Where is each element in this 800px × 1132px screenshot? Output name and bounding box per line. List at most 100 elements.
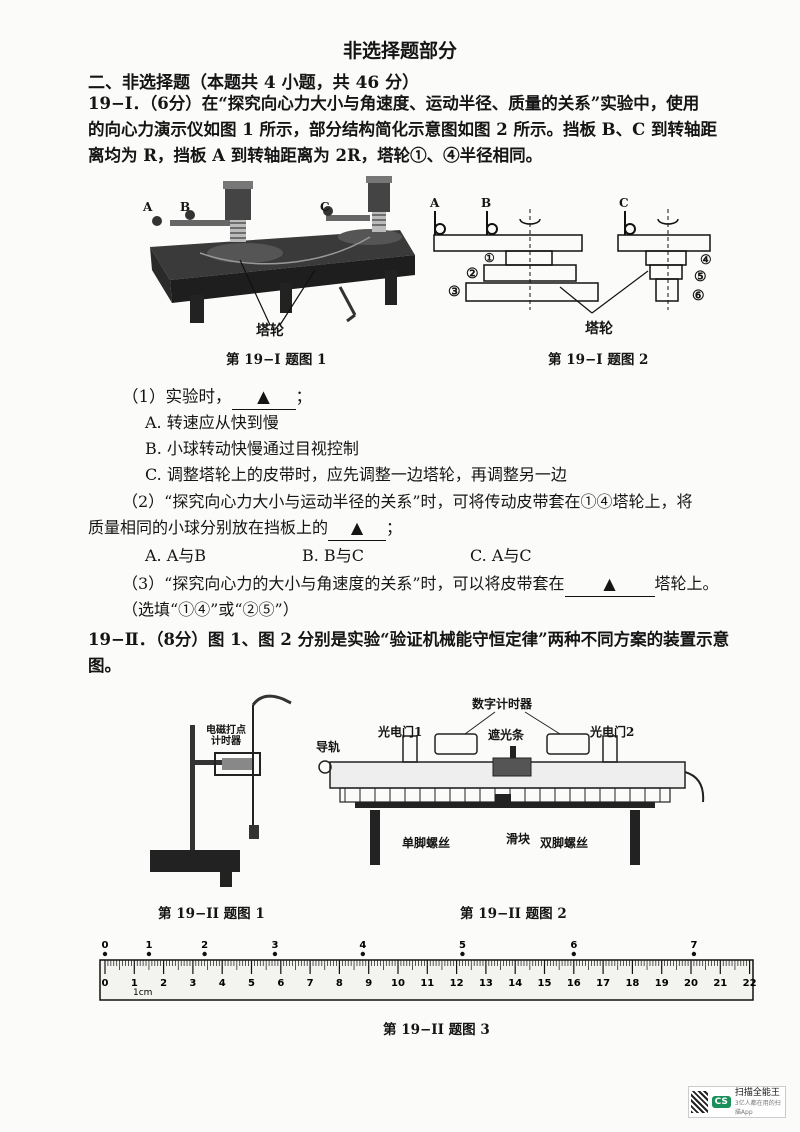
q1-sub2-option-a: A. A与B	[145, 546, 207, 565]
q1-sub2-line-2: 质量相同的小球分别放在挡板上的▲；	[88, 516, 402, 541]
q1-sub1-tail: ；	[295, 387, 313, 406]
q1-sub2-option-b: B. B与C	[302, 546, 364, 565]
ruler-number: 11	[420, 978, 434, 989]
ruler-number: 12	[450, 978, 464, 989]
q1-fig2-n6: ⑥	[692, 288, 705, 304]
ruler-number: 13	[479, 978, 493, 989]
q2-fig2-label-digital: 数字计时器	[472, 697, 533, 711]
tape-dot	[360, 951, 366, 957]
q1-fig2-n2: ②	[466, 266, 479, 282]
q2-fig2-label-gate2: 光电门2	[590, 725, 635, 739]
tape-dot	[691, 951, 697, 957]
watermark-sub: 3亿人都在用的扫描App	[734, 1100, 781, 1116]
q1-fig1-caption: 第 19−I 题图 1	[226, 352, 327, 368]
ruler-ticks	[104, 960, 751, 974]
q1-line-1: 19−Ⅰ．（6分）在“探究向心力大小与角速度、运动半径、质量的关系”实验中，使用	[88, 94, 700, 113]
q1-fig2-label-a: A	[430, 196, 440, 210]
ruler-number: 2	[160, 978, 167, 989]
ruler-number: 15	[538, 978, 552, 989]
ruler-number: 4	[219, 978, 226, 989]
ruler-number: 6	[277, 978, 284, 989]
ruler-body	[99, 959, 754, 1001]
q1-fig2-n5: ⑤	[694, 269, 707, 285]
ruler-number: 21	[713, 978, 727, 989]
ruler-number: 10	[391, 978, 405, 989]
q1-sub2-blank: ▲	[328, 516, 387, 541]
q1-sub3-hint: （选填“①④”或“②⑤”）	[122, 600, 299, 619]
watermark-name: 扫描全能王	[734, 1088, 780, 1098]
ruler-unit: 1cm	[133, 988, 152, 998]
tape-mark-label: 1	[145, 940, 152, 951]
tape-dot	[202, 951, 207, 957]
q2-fig1-label-timer: 电磁打点计时器	[206, 725, 246, 747]
q2-fig2-label-single: 单脚螺丝	[402, 836, 451, 850]
ruler-number: 8	[336, 978, 343, 989]
q1-sub2-tail: ；	[386, 518, 403, 537]
q1-figure-1	[150, 176, 415, 326]
tape-mark-label: 0	[102, 940, 109, 951]
page-title: 非选择题部分	[342, 40, 457, 62]
q1-fig1-label-a: A	[143, 200, 153, 214]
tape-mark-label: 2	[201, 940, 208, 951]
q1-sub2-option-c: C. A与C	[470, 546, 532, 565]
q1-figure-2	[433, 209, 711, 314]
tape-mark-label: 7	[690, 940, 697, 951]
ruler-number: 7	[307, 978, 314, 989]
ruler-number: 9	[365, 978, 372, 989]
ruler-number: 14	[508, 978, 522, 989]
q1-line-3: 离均为 R，挡板 A 到转轴距离为 2R，塔轮①、④半径相同。	[88, 146, 543, 165]
q1-sub3-tail: 塔轮上。	[654, 574, 719, 593]
tape-dot	[272, 951, 278, 957]
tape-dot	[146, 951, 152, 957]
q2-fig3-caption: 第 19−II 题图 3	[383, 1022, 490, 1038]
q1-sub2-text: 质量相同的小球分别放在挡板上的	[88, 518, 329, 537]
q2-fig2-label-gate1: 光电门1	[378, 725, 423, 739]
q1-line-2: 的向心力演示仪如图 1 所示，部分结构简化示意图如图 2 所示。挡板 B、C 到…	[88, 120, 718, 139]
ruler-number: 17	[596, 978, 610, 989]
q1-sub1-option-b: B. 小球转动快慢通过目视控制	[145, 439, 359, 458]
section-heading: 二、非选择题（本题共 4 小题，共 46 分）	[88, 73, 420, 93]
ruler-number: 1	[131, 978, 138, 989]
q2-figure-1	[150, 694, 292, 887]
ruler-number: 0	[102, 978, 109, 989]
q1-sub1-blank: ▲	[231, 385, 296, 410]
ruler-number: 19	[655, 978, 669, 989]
q2-fig1-caption: 第 19−II 题图 1	[158, 906, 265, 922]
q1-fig2-n3: ③	[448, 284, 461, 300]
q1-sub3-blank: ▲	[564, 572, 655, 597]
q1-sub1: （1）实验时，▲；	[122, 385, 312, 410]
q1-fig2-label-tower: 塔轮	[585, 321, 613, 337]
tape-dot	[571, 951, 576, 957]
q1-fig2-caption: 第 19−I 题图 2	[548, 352, 649, 368]
q1-sub1-option-c: C. 调整塔轮上的皮带时，应先调整一边塔轮，再调整另一边	[145, 465, 567, 484]
ruler-number: 5	[248, 978, 255, 989]
q1-sub1-text: （1）实验时，	[122, 387, 232, 406]
q2-figure-2	[318, 711, 705, 865]
q1-fig2-label-c: C	[619, 196, 629, 210]
q2-fig2-label-shade: 遮光条	[488, 728, 525, 742]
tape-mark-label: 4	[359, 940, 366, 951]
q2-fig2-label-slider: 滑块	[506, 832, 531, 846]
scanner-watermark: CS 扫描全能王 3亿人都在用的扫描App	[688, 1086, 786, 1118]
q2-fig2-label-double: 双脚螺丝	[540, 836, 589, 850]
q1-sub1-option-a: A. 转速应从快到慢	[145, 413, 279, 432]
q1-sub3-text: （3）“探究向心力的大小与角速度的关系”时，可以将皮带套在	[122, 574, 565, 593]
ruler-number: 16	[567, 978, 581, 989]
tape-mark-label: 5	[459, 940, 466, 951]
ruler-number: 18	[625, 978, 639, 989]
q1-sub3: （3）“探究向心力的大小与角速度的关系”时，可以将皮带套在▲塔轮上。	[122, 572, 719, 597]
q2-line-1: 19−Ⅱ．（8分）图 1、图 2 分别是实验“验证机械能守恒定律”两种不同方案的…	[88, 630, 730, 649]
q1-fig2-n4: ④	[700, 253, 712, 268]
tape-mark-label: 6	[570, 940, 577, 951]
q2-line-2: 图。	[88, 656, 121, 675]
q2-fig2-label-rail: 导轨	[316, 740, 341, 754]
ruler-number: 22	[743, 978, 757, 989]
q1-fig1-label-b: B	[180, 200, 191, 214]
q2-fig2-caption: 第 19−II 题图 2	[460, 906, 567, 922]
q1-fig1-label-tower: 塔轮	[256, 323, 284, 339]
q1-fig1-label-c: C	[320, 200, 330, 214]
tape-mark-label: 3	[271, 940, 278, 951]
tape-dot	[102, 951, 108, 957]
